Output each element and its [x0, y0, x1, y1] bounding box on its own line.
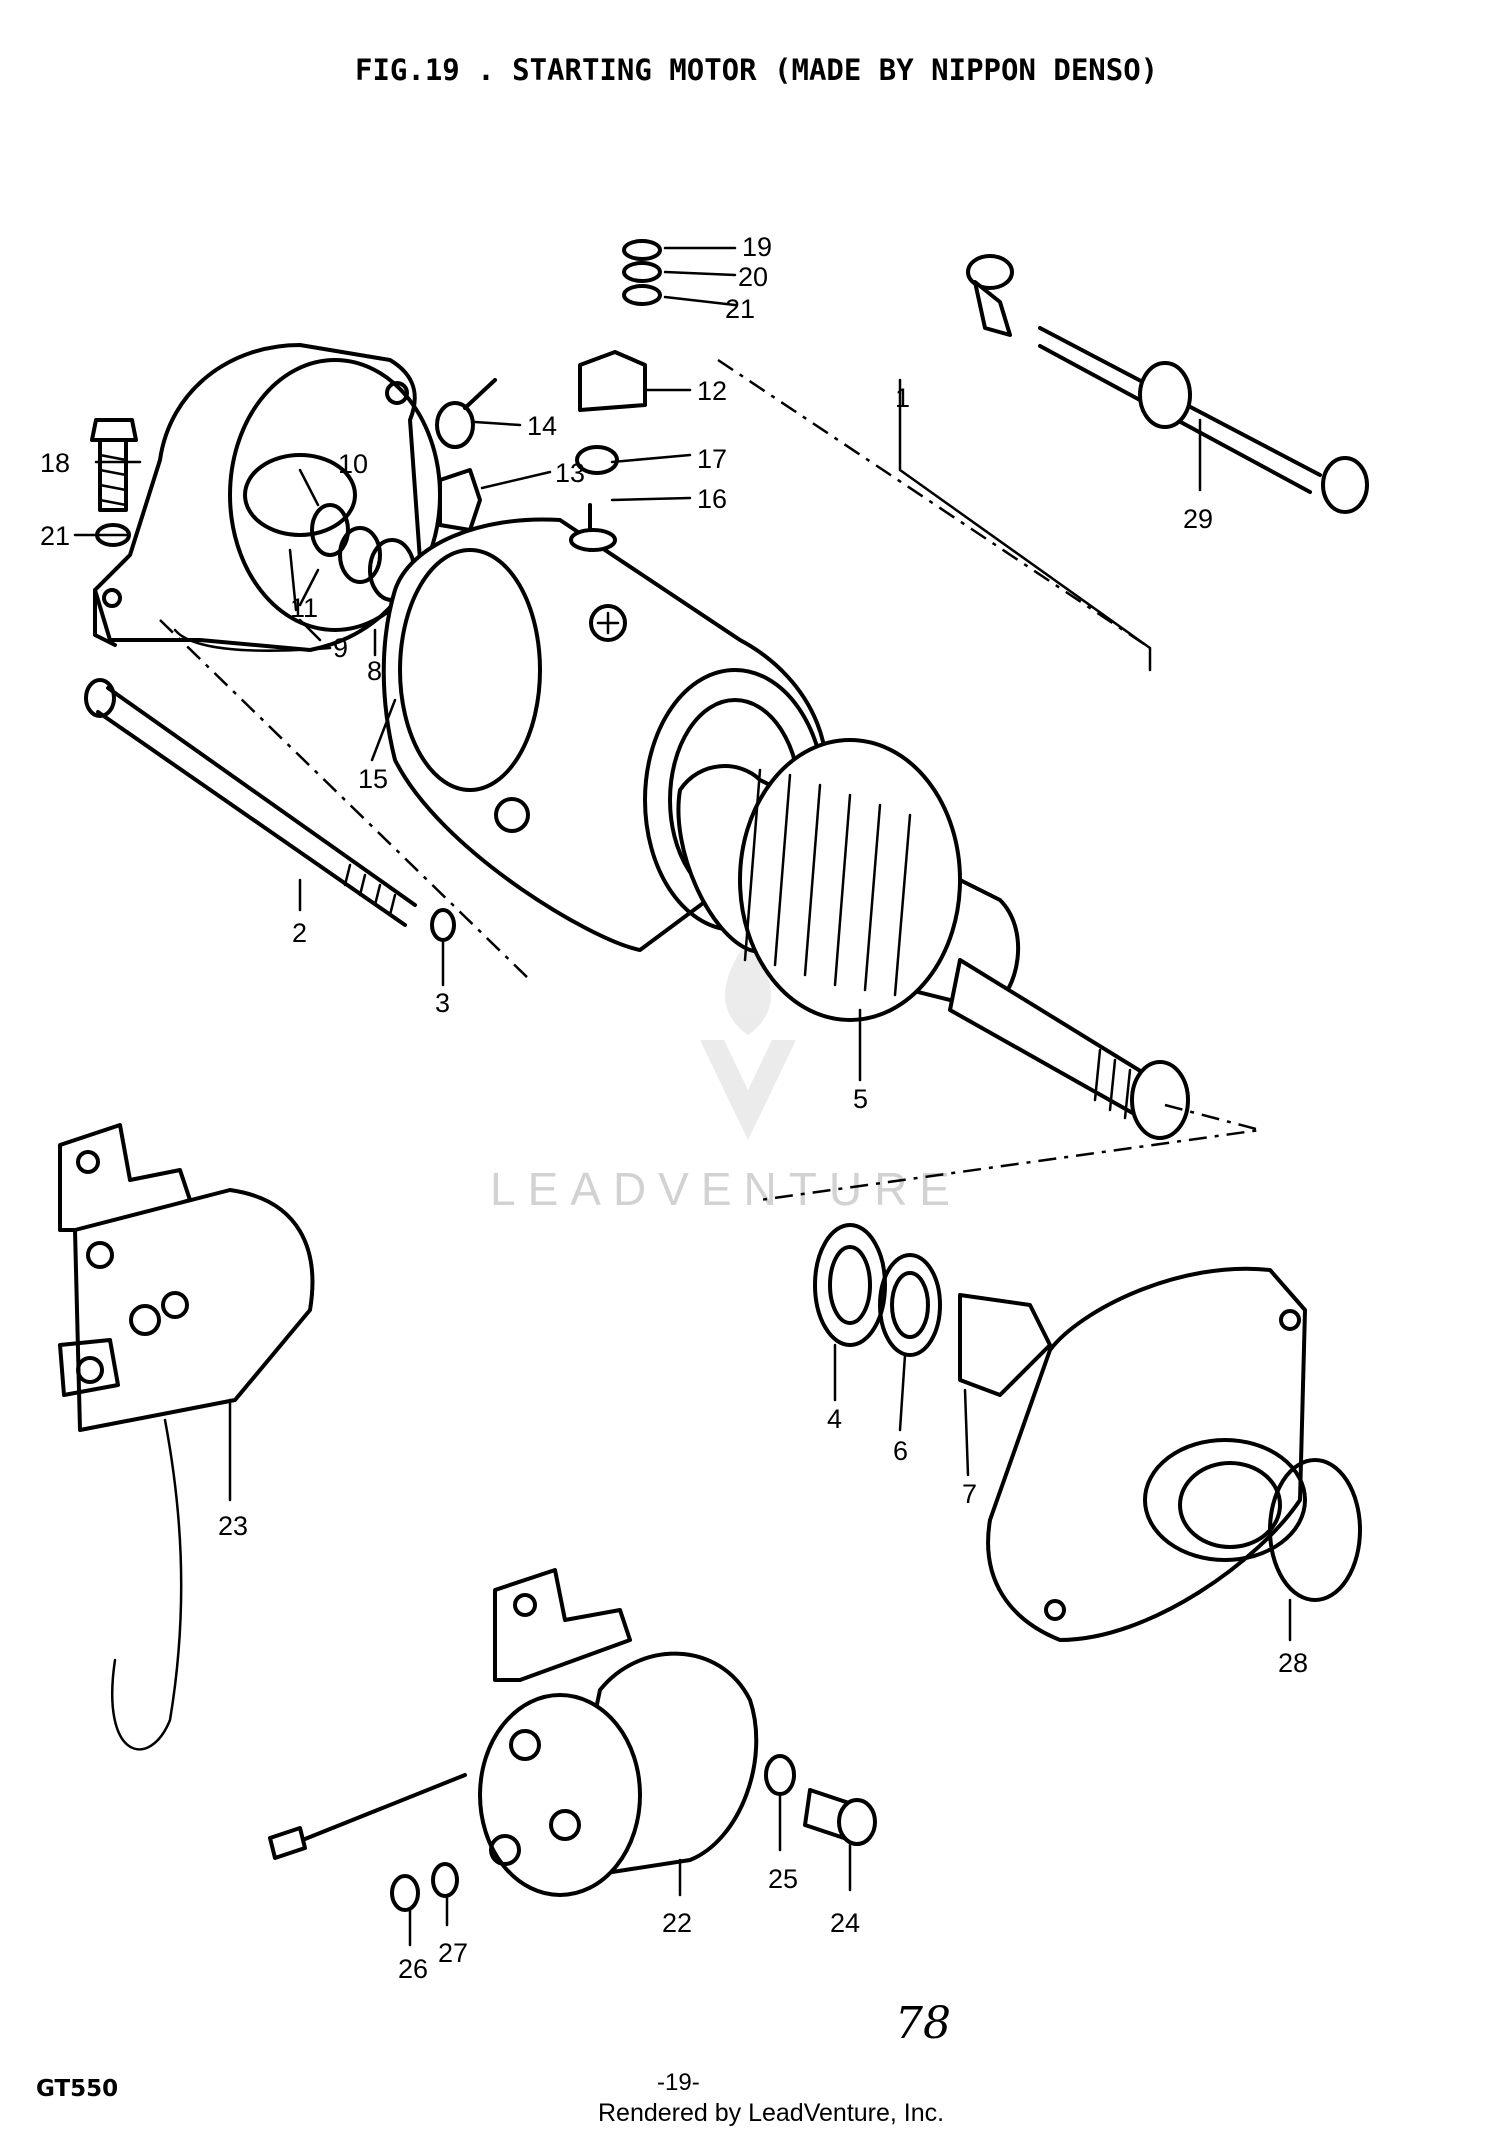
battery-cable-drawing: [966, 254, 1369, 514]
callout-15: 15: [358, 764, 388, 794]
handwritten-note: 78: [895, 1998, 951, 2049]
front-end-frame-drawing: [813, 1223, 1362, 1642]
callout-1: 1: [895, 383, 910, 413]
callout-25: 25: [768, 1864, 798, 1894]
callout-8: 8: [367, 656, 382, 686]
callout-21-left: 21: [40, 521, 70, 551]
callout-3: 3: [435, 988, 450, 1018]
footer-rendered-by: Rendered by LeadVenture, Inc.: [598, 2099, 944, 2127]
small-parts-top-drawing: [435, 239, 1151, 650]
callout-29: 29: [1183, 504, 1213, 534]
callout-5: 5: [853, 1084, 868, 1114]
leadventure-flame-logo-icon: [700, 940, 796, 1140]
callout-23: 23: [218, 1511, 248, 1541]
callout-27: 27: [438, 1938, 468, 1968]
callout-12: 12: [697, 376, 727, 406]
bolt-18-drawing: [90, 418, 138, 547]
rear-end-frame-drawing: [93, 343, 442, 652]
callout-2: 2: [292, 918, 307, 948]
callout-16: 16: [697, 484, 727, 514]
callout-20: 20: [738, 262, 768, 292]
callout-18: 18: [40, 448, 70, 478]
callout-17: 17: [697, 444, 727, 474]
callout-labels: 1 2 3 4 5 6 7 8 9 10 11 12 13 14 15 16 1…: [40, 232, 1308, 1984]
relay-23-drawing: [58, 1123, 315, 1751]
leader-lines: [73, 246, 1292, 1947]
callout-19: 19: [742, 232, 772, 262]
callout-26: 26: [398, 1954, 428, 1984]
callout-22: 22: [662, 1908, 692, 1938]
callout-14: 14: [527, 411, 557, 441]
figure-title: FIG.19 . STARTING MOTOR (MADE BY NIPPON …: [355, 53, 1158, 87]
callout-11: 11: [290, 593, 318, 623]
callout-7: 7: [962, 1479, 977, 1509]
callout-24: 24: [830, 1908, 860, 1938]
footer-model: GT550: [36, 2076, 118, 2102]
callout-21-top: 21: [725, 294, 755, 324]
magnetic-switch-22-drawing: [268, 1568, 877, 1912]
callout-4: 4: [827, 1404, 842, 1434]
callout-10: 10: [338, 449, 368, 479]
armature-drawing: [676, 738, 1261, 1202]
watermark-text: LEADVENTURE: [490, 1163, 962, 1215]
callout-6: 6: [893, 1436, 908, 1466]
callout-9: 9: [333, 633, 348, 663]
callout-28: 28: [1278, 1648, 1308, 1678]
callout-13: 13: [555, 458, 585, 488]
footer-page-number: -19-: [657, 2069, 700, 2096]
